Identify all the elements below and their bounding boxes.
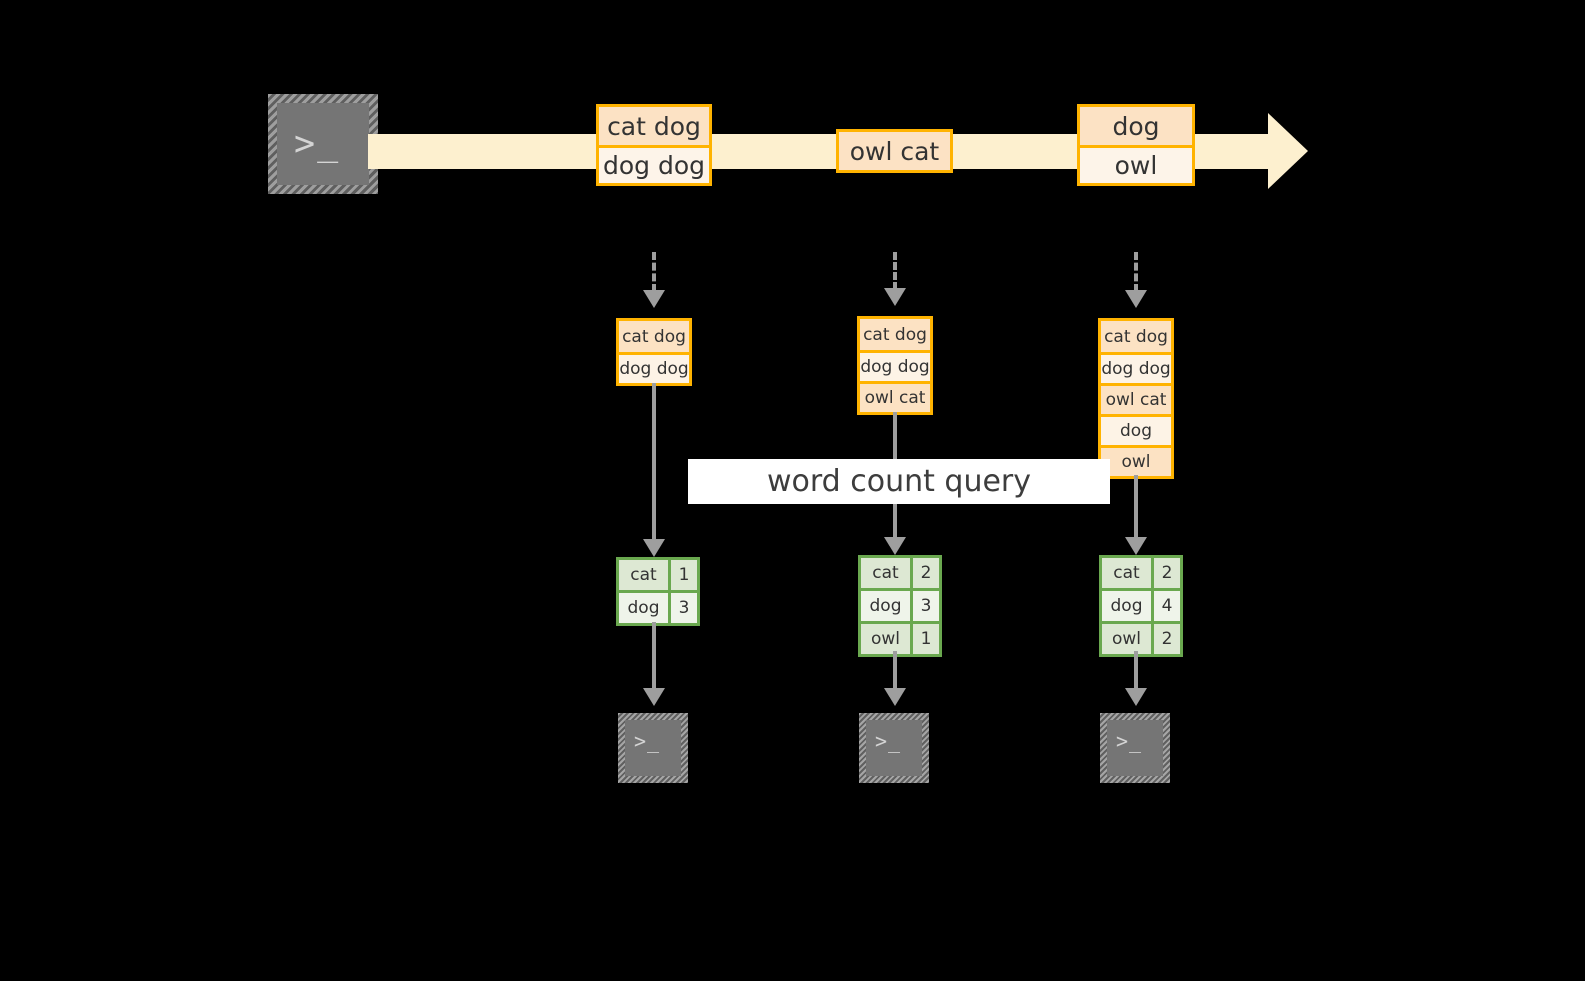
stream-event-line: dog: [1080, 107, 1192, 145]
stream-event-line: dog dog: [599, 145, 709, 183]
snapshot-row: owl: [1101, 445, 1171, 476]
terminal-prompt-glyph: >_: [1116, 729, 1143, 753]
result-count: 1: [910, 624, 939, 654]
result-word: cat: [1102, 558, 1151, 588]
snapshot-2: cat dog dog dog owl cat: [857, 316, 933, 415]
snapshot-to-result-line-1: [652, 383, 656, 541]
result-count: 2: [1151, 624, 1180, 654]
result-word: dog: [1102, 591, 1151, 621]
terminal-screen: [625, 720, 681, 776]
snapshot-row: owl cat: [1101, 383, 1171, 414]
table-row: cat 2: [1102, 558, 1180, 588]
snapshot-row: cat dog: [860, 319, 930, 350]
stream-to-snapshot-arrowhead-icon-2: [884, 288, 906, 306]
result-to-sink-arrowhead-icon-1: [643, 688, 665, 706]
sink-terminal-icon-3: >_: [1100, 713, 1170, 783]
result-to-sink-line-2: [893, 651, 897, 690]
event-stream-arrowhead-icon: [1268, 113, 1308, 189]
result-count: 4: [1151, 591, 1180, 621]
result-count: 1: [668, 560, 697, 590]
snapshot-row: cat dog: [1101, 321, 1171, 352]
stream-to-snapshot-dashed-line-1: [652, 252, 656, 292]
snapshot-to-result-arrowhead-icon-1: [643, 539, 665, 557]
result-table-3: cat 2 dog 4 owl 2: [1099, 555, 1183, 657]
result-word: owl: [1102, 624, 1151, 654]
sink-terminal-icon-2: >_: [859, 713, 929, 783]
snapshot-row: owl cat: [860, 381, 930, 412]
result-word: dog: [861, 591, 910, 621]
stream-event-line: cat dog: [599, 107, 709, 145]
stream-to-snapshot-dashed-line-2: [893, 252, 897, 290]
result-word: dog: [619, 593, 668, 623]
result-to-sink-arrowhead-icon-2: [884, 688, 906, 706]
stream-to-snapshot-arrowhead-icon-1: [643, 290, 665, 308]
query-label: word count query: [688, 459, 1110, 504]
result-word: cat: [861, 558, 910, 588]
result-table-1: cat 1 dog 3: [616, 557, 700, 626]
result-count: 3: [668, 593, 697, 623]
stream-to-snapshot-arrowhead-icon-3: [1125, 290, 1147, 308]
snapshot-1: cat dog dog dog: [616, 318, 692, 386]
result-word: cat: [619, 560, 668, 590]
result-table-2: cat 2 dog 3 owl 1: [858, 555, 942, 657]
snapshot-to-result-line-3: [1134, 475, 1138, 539]
result-to-sink-arrowhead-icon-3: [1125, 688, 1147, 706]
table-row: cat 2: [861, 558, 939, 588]
stream-event-1: cat dog dog dog: [596, 104, 712, 186]
result-count: 2: [910, 558, 939, 588]
stream-to-snapshot-dashed-line-3: [1134, 252, 1138, 292]
snapshot-row: dog dog: [619, 352, 689, 383]
snapshot-to-result-arrowhead-icon-3: [1125, 537, 1147, 555]
terminal-screen: [277, 103, 369, 185]
source-terminal-icon: >_: [268, 94, 378, 194]
terminal-prompt-glyph: >_: [294, 124, 341, 164]
stream-event-3: dog owl: [1077, 104, 1195, 186]
result-word: owl: [861, 624, 910, 654]
sink-terminal-icon-1: >_: [618, 713, 688, 783]
table-row: owl 2: [1102, 621, 1180, 654]
result-count: 3: [910, 591, 939, 621]
terminal-screen: [1107, 720, 1163, 776]
terminal-prompt-glyph: >_: [875, 729, 902, 753]
table-row: dog 4: [1102, 588, 1180, 621]
snapshot-3: cat dog dog dog owl cat dog owl: [1098, 318, 1174, 479]
stream-event-line: owl: [1080, 145, 1192, 183]
snapshot-row: dog dog: [860, 350, 930, 381]
table-row: dog 3: [619, 590, 697, 623]
table-row: cat 1: [619, 560, 697, 590]
result-to-sink-line-1: [652, 622, 656, 690]
snapshot-row: cat dog: [619, 321, 689, 352]
terminal-screen: [866, 720, 922, 776]
result-to-sink-line-3: [1134, 651, 1138, 690]
snapshot-row: dog: [1101, 414, 1171, 445]
snapshot-row: dog dog: [1101, 352, 1171, 383]
table-row: owl 1: [861, 621, 939, 654]
stream-event-line: owl cat: [839, 132, 950, 170]
result-count: 2: [1151, 558, 1180, 588]
stream-event-2: owl cat: [836, 129, 953, 173]
table-row: dog 3: [861, 588, 939, 621]
snapshot-to-result-arrowhead-icon-2: [884, 537, 906, 555]
terminal-prompt-glyph: >_: [634, 729, 661, 753]
